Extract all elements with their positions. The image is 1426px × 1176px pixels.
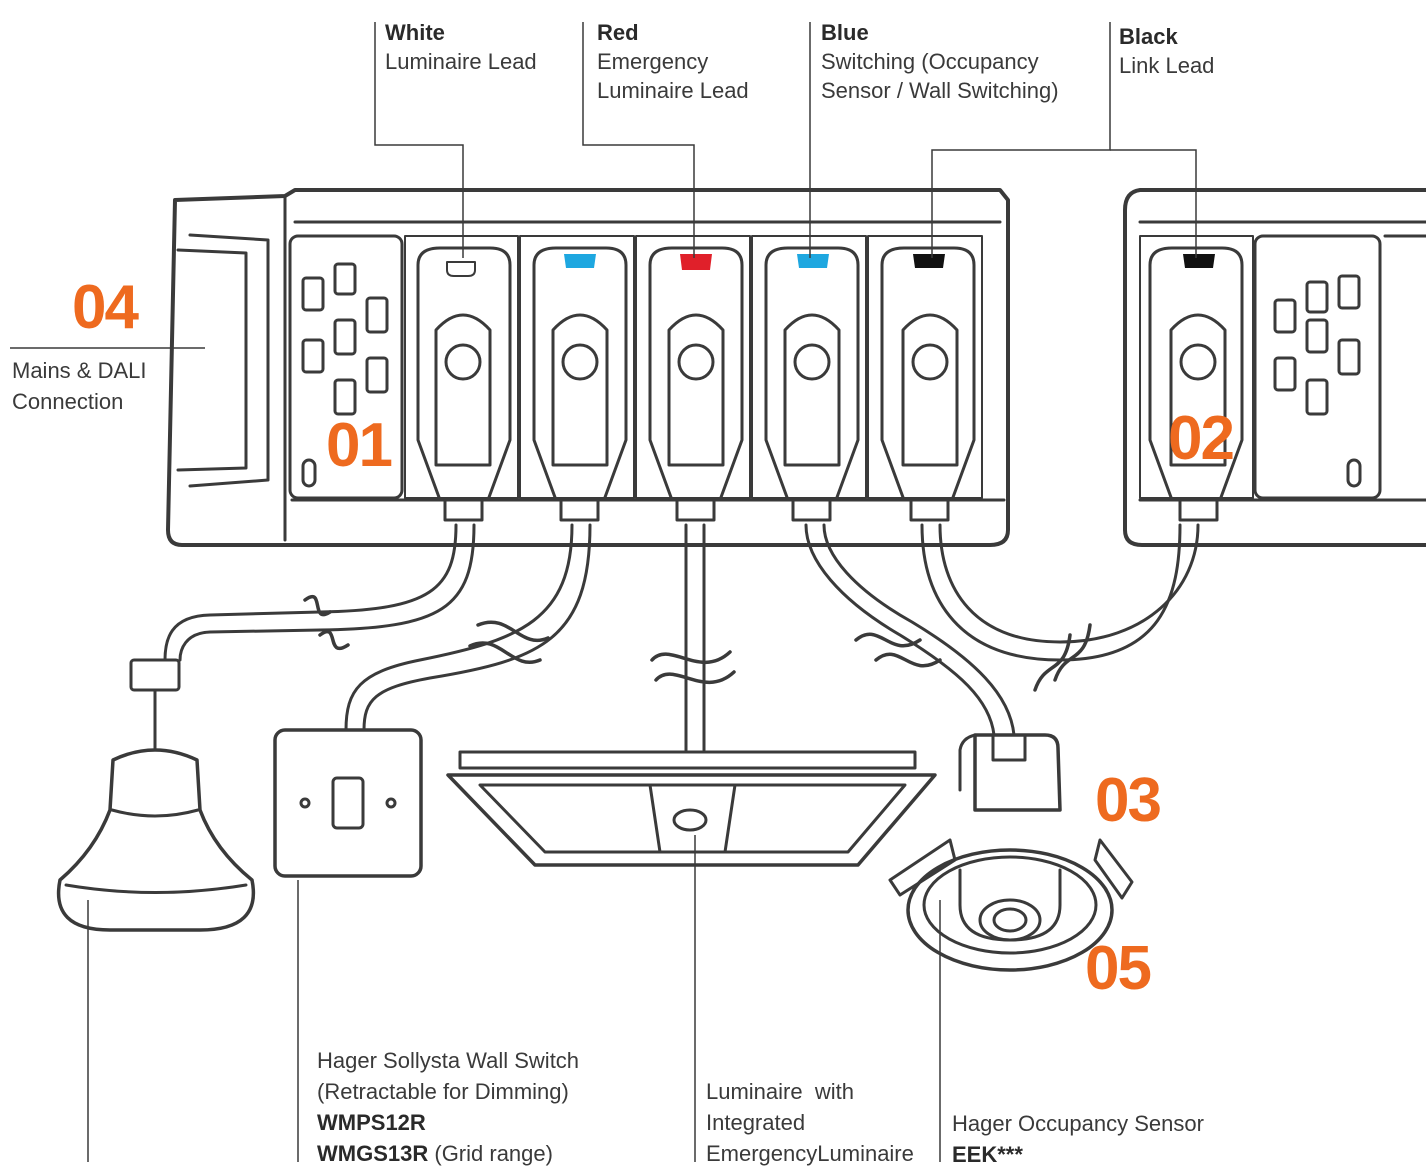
occupancy-sensor [888, 733, 1134, 972]
black-lead-desc: Link Lead [1119, 53, 1215, 78]
marker-02: 02 [1168, 404, 1235, 473]
blue-lead-desc-2: Sensor / Wall Switching) [821, 78, 1059, 103]
wall-switch [273, 728, 423, 878]
main-hub [166, 188, 1010, 547]
white-lead-desc: Luminaire Lead [385, 49, 537, 74]
cable-breaks [303, 594, 1092, 692]
callout-lines [10, 22, 1197, 1162]
sensor-label: Hager Occupancy Sensor EEK*** [952, 1108, 1204, 1170]
wall-switch-code1: WMPS12R [317, 1110, 426, 1135]
wall-switch-code2: WMGS13R [317, 1141, 429, 1166]
marker-04: 04 [72, 273, 139, 342]
blue-lead-label: Blue Switching (Occupancy Sensor / Wall … [821, 18, 1059, 105]
luminaire-line2: Integrated [706, 1110, 806, 1135]
luminaire-label: Luminaire with Integrated EmergencyLumin… [706, 1076, 914, 1169]
connector-white [404, 235, 519, 522]
cables [163, 523, 1200, 752]
mains-label-line2: Connection [12, 389, 124, 414]
black-lead-title: Black [1119, 24, 1178, 49]
wall-switch-line2: (Retractable for Dimming) [317, 1079, 569, 1104]
blue-lead-desc-1: Switching (Occupancy [821, 49, 1039, 74]
red-lead-label: Red Emergency Luminaire Lead [597, 18, 749, 105]
luminaire-line3: EmergencyLuminaire [706, 1141, 914, 1166]
mains-label-line1: Mains & DALI [12, 358, 147, 383]
wall-switch-line1: Hager Sollysta Wall Switch [317, 1048, 580, 1073]
luminaire-line1: Luminaire with [706, 1079, 854, 1104]
white-lead-label: White Luminaire Lead [385, 18, 537, 76]
sensor-code: EEK*** [952, 1142, 1023, 1167]
black-lead-label: Black Link Lead [1119, 22, 1214, 80]
blue-lead-title: Blue [821, 20, 869, 45]
wall-switch-code2-suffix: (Grid range) [428, 1141, 553, 1166]
red-lead-desc-1: Emergency [597, 49, 709, 74]
marker-01: 01 [326, 411, 393, 480]
sensor-line1: Hager Occupancy Sensor [952, 1111, 1204, 1136]
marker-05: 05 [1085, 934, 1152, 1003]
connector-red [635, 235, 751, 522]
connector-blue-1 [519, 235, 635, 522]
marker-03: 03 [1095, 766, 1162, 835]
connector-blue-2 [751, 235, 867, 522]
white-lead-title: White [385, 20, 445, 45]
wall-switch-label: Hager Sollysta Wall Switch (Retractable … [317, 1045, 579, 1169]
panel-luminaire [446, 750, 937, 867]
red-lead-desc-2: Luminaire Lead [597, 78, 749, 103]
connector-black [867, 235, 983, 522]
red-lead-title: Red [597, 20, 639, 45]
pendant-luminaire [56, 658, 256, 932]
mains-label: Mains & DALI Connection [12, 355, 147, 417]
connector-black-link [1139, 235, 1254, 522]
